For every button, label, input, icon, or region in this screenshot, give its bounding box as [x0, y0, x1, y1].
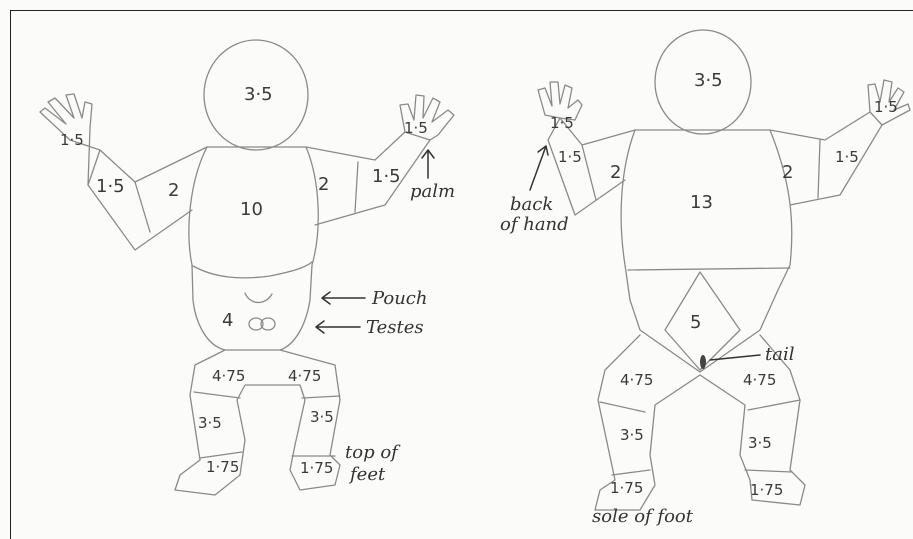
front-left-knee-line	[194, 392, 240, 398]
front-torso-outline	[189, 147, 318, 350]
back-left-knee-line	[600, 402, 645, 412]
back-right-hand-label: 1·5	[874, 98, 898, 116]
front-figure	[40, 40, 454, 495]
back-right-arm-outline	[770, 112, 882, 205]
back-figure	[538, 30, 910, 510]
back-right-thigh-label: 4·75	[743, 371, 776, 389]
back-left-hand-label: 1·5	[550, 114, 574, 132]
front-left-lower-leg-label: 3·5	[198, 414, 222, 432]
tail-note: tail	[765, 344, 795, 365]
back-right-foot-label: 1·75	[750, 481, 783, 499]
front-head-label: 3·5	[244, 84, 273, 105]
pouch-arrow	[322, 292, 365, 304]
back-left-thigh-label: 4·75	[620, 371, 653, 389]
front-torso-label: 10	[240, 199, 263, 220]
palm-arrow	[422, 150, 434, 178]
back-right-upper-arm-label: 2	[782, 162, 793, 183]
testes-note: Testes	[366, 317, 424, 338]
back-of-hand-arrow	[530, 146, 548, 190]
back-left-upper-arm-label: 2	[610, 162, 621, 183]
front-left-foot-label: 1·75	[206, 458, 239, 476]
back-left-forearm-label: 1·5	[558, 148, 582, 166]
front-right-elbow-line	[355, 162, 358, 212]
back-right-knee-line	[748, 400, 800, 410]
front-right-lower-leg-label: 3·5	[310, 408, 334, 426]
tail-pointer-line	[710, 355, 760, 360]
back-buttocks-label: 5	[690, 312, 701, 333]
back-torso-label: 13	[690, 192, 713, 213]
palm-note: palm	[410, 181, 455, 202]
front-right-upper-arm-label: 2	[318, 174, 329, 195]
back-torso-outline	[621, 130, 792, 372]
front-right-forearm-label: 1·5	[372, 166, 401, 187]
front-left-upper-arm-label: 2	[168, 180, 179, 201]
back-right-elbow-line	[818, 140, 820, 198]
front-left-thigh-label: 4·75	[212, 367, 245, 385]
back-left-elbow-line	[582, 145, 596, 200]
pouch-note: Pouch	[371, 288, 428, 309]
back-of-hand-note-line2: of hand	[500, 214, 569, 235]
back-right-lower-leg-label: 3·5	[748, 434, 772, 452]
front-left-hand-label: 1·5	[60, 131, 84, 149]
top-of-feet-note-line1: top of	[345, 442, 401, 463]
front-right-hand-label: 1·5	[404, 119, 428, 137]
back-of-hand-note-line1: back	[510, 194, 553, 215]
front-right-thigh-label: 4·75	[288, 367, 321, 385]
back-left-foot-label: 1·75	[610, 479, 643, 497]
back-head-label: 3·5	[694, 70, 723, 91]
front-left-elbow-line	[135, 182, 150, 232]
back-left-lower-leg-label: 3·5	[620, 426, 644, 444]
front-right-foot-label: 1·75	[300, 459, 333, 477]
back-left-ankle-line	[612, 470, 650, 475]
front-pouch-line	[193, 262, 312, 278]
sole-of-foot-note: sole of foot	[592, 506, 694, 527]
back-right-forearm-label: 1·5	[835, 148, 859, 166]
top-of-feet-note-line2: feet	[348, 464, 386, 485]
front-pouch-shape	[245, 293, 272, 303]
testes-arrow	[316, 321, 360, 333]
front-left-forearm-label: 1·5	[96, 176, 125, 197]
back-right-ankle-line	[745, 470, 792, 472]
back-tail-mark	[700, 355, 706, 369]
back-waist-line	[628, 268, 790, 270]
front-right-knee-line	[302, 396, 340, 398]
front-pouch-area-label: 4	[222, 310, 233, 331]
